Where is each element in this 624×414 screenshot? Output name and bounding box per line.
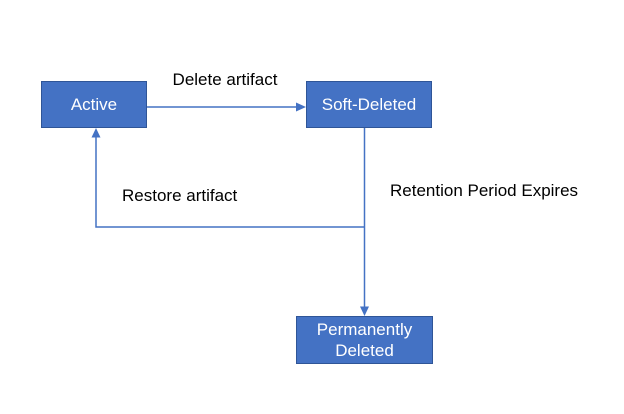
edge-label-restore-artifact: Restore artifact bbox=[122, 186, 238, 205]
state-node-permanently-deleted: Permanently Deleted bbox=[296, 316, 433, 364]
edge-label-delete-artifact: Delete artifact bbox=[172, 70, 278, 89]
state-node-permanently-deleted-label: Permanently Deleted bbox=[316, 319, 413, 360]
state-node-soft-deleted-label: Soft-Deleted bbox=[321, 94, 417, 114]
restore-arrow bbox=[91, 128, 365, 228]
retention-arrow bbox=[360, 128, 369, 316]
delete-arrow bbox=[147, 102, 306, 112]
edge-label-retention-period-expires: Retention Period Expires bbox=[390, 181, 579, 200]
state-node-active: Active bbox=[41, 81, 147, 128]
state-node-active-label: Active bbox=[70, 94, 118, 114]
state-node-soft-deleted: Soft-Deleted bbox=[306, 81, 432, 128]
